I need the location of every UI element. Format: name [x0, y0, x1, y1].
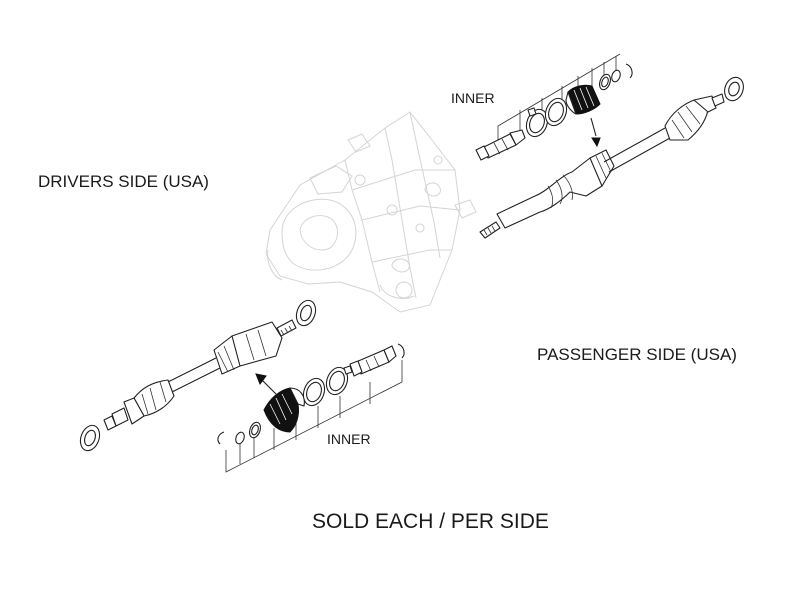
transmission-ghost	[265, 111, 477, 313]
driver-axle-shaft	[79, 299, 317, 452]
passenger-axle-shaft	[479, 76, 744, 239]
passenger-inner-kit	[475, 53, 633, 161]
passenger-side-label: PASSENGER SIDE (USA)	[537, 345, 737, 364]
inner-label-passenger: INNER	[451, 90, 495, 106]
sold-each-caption: SOLD EACH / PER SIDE	[312, 510, 549, 533]
drivers-side-label: DRIVERS SIDE (USA)	[38, 172, 209, 191]
inner-label-driver: INNER	[327, 431, 371, 447]
driver-inner-kit	[217, 343, 405, 473]
